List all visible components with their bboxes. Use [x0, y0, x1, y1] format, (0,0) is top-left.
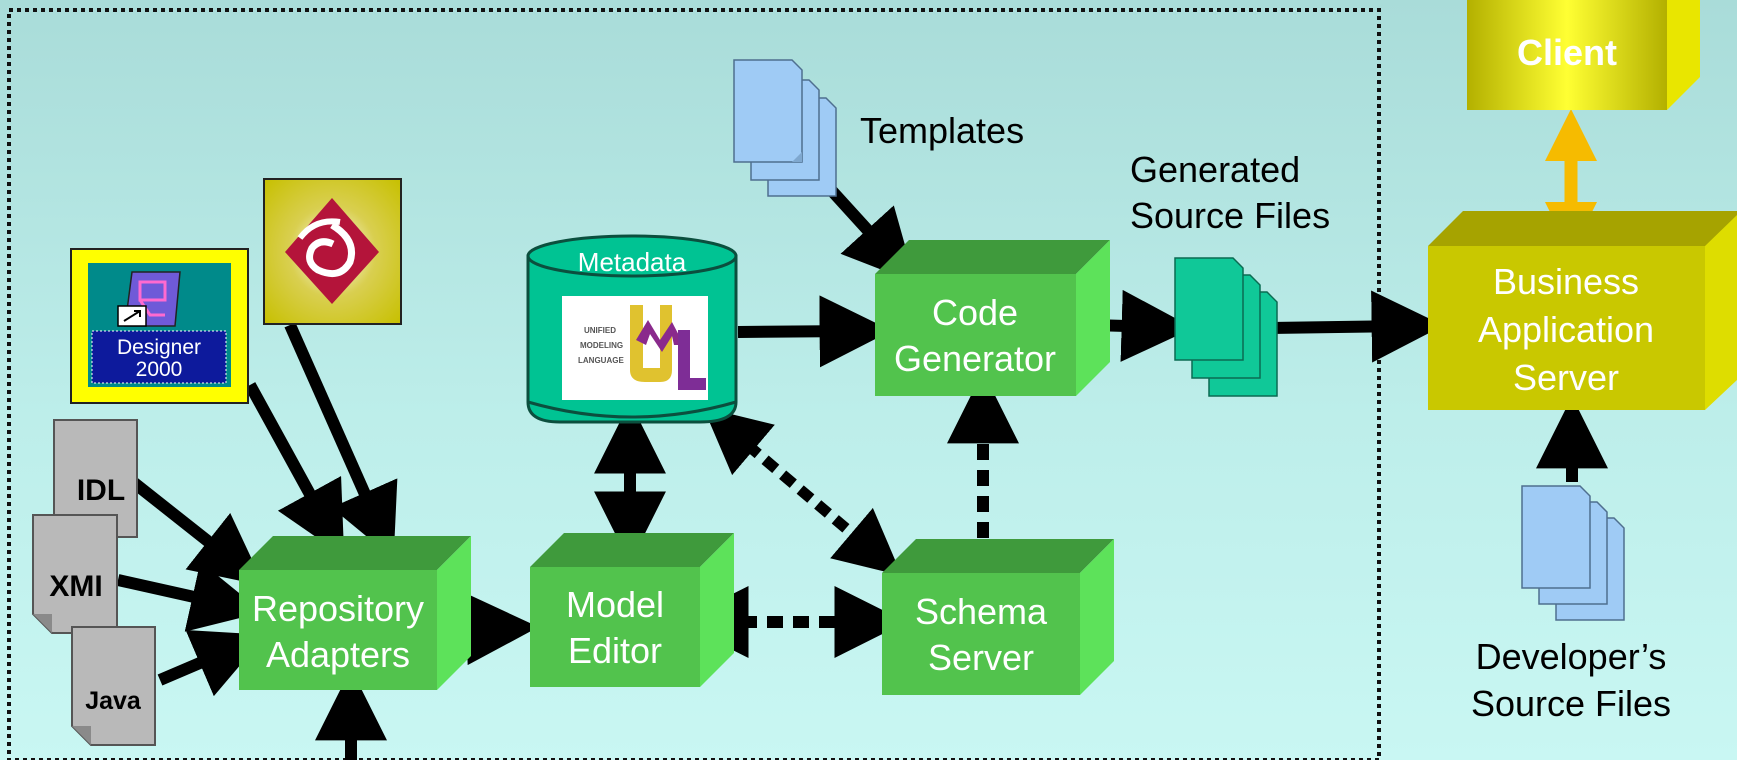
designer-2000-icon: Designer 2000	[70, 248, 249, 404]
designer-label-line2: 2000	[136, 358, 183, 381]
svg-text:Server: Server	[1513, 357, 1619, 398]
svg-text:Editor: Editor	[568, 630, 662, 671]
svg-text:Generated: Generated	[1130, 149, 1300, 190]
arrow-oracle-to-adapters	[284, 322, 398, 559]
developer-label-line1: Developer’s	[1476, 636, 1667, 677]
business-application-server-box: Business Application Server	[1428, 211, 1737, 410]
arrow-designer-to-adapters	[244, 382, 345, 557]
svg-text:Developer’s: Developer’s	[1476, 636, 1667, 677]
java-label: Java	[85, 687, 142, 715]
code-generator-box: Code Generator	[875, 240, 1110, 396]
svg-text:2000: 2000	[136, 358, 183, 381]
adapters-label-line2: Adapters	[266, 634, 410, 675]
adapters-label-line1: Repository	[252, 588, 424, 629]
metadata-repository: Metadata UNIFIED MODELING LANGUAGE	[526, 234, 738, 424]
server-label-line2: Application	[1478, 309, 1654, 350]
arrow-metadata-to-generator	[737, 295, 892, 368]
svg-text:Designer: Designer	[117, 336, 201, 359]
arrow-files-to-server	[1269, 290, 1444, 363]
templates-files	[733, 59, 837, 197]
svg-text:Source Files: Source Files	[1130, 195, 1330, 236]
idl-label: IDL	[77, 474, 125, 507]
svg-text:Business: Business	[1493, 261, 1639, 302]
server-label-line3: Server	[1513, 357, 1619, 398]
developer-source-files	[1521, 485, 1625, 621]
schema-server-box: Schema Server	[882, 539, 1114, 695]
arrow-xmi-to-adapters	[116, 561, 263, 632]
svg-text:LANGUAGE: LANGUAGE	[578, 356, 624, 365]
server-label-line1: Business	[1493, 261, 1639, 302]
svg-text:Server: Server	[928, 637, 1034, 678]
schema-label-line2: Server	[928, 637, 1034, 678]
generated-source-files	[1174, 257, 1278, 397]
svg-text:Generator: Generator	[894, 338, 1056, 379]
generator-label-line1: Code	[932, 292, 1018, 333]
svg-text:Repository: Repository	[252, 588, 424, 629]
svg-text:Source Files: Source Files	[1471, 683, 1671, 724]
schema-label-line1: Schema	[915, 591, 1048, 632]
editor-label-line2: Editor	[568, 630, 662, 671]
editor-label-line1: Model	[566, 584, 664, 625]
svg-text:Model: Model	[566, 584, 664, 625]
generated-label-line1: Generated	[1130, 149, 1300, 190]
svg-text:UNIFIED: UNIFIED	[584, 326, 616, 335]
xmi-document: XMI	[32, 514, 118, 634]
svg-text:Application: Application	[1478, 309, 1654, 350]
arrow-java-to-adapters	[157, 629, 266, 697]
arrow-idl-to-adapters	[129, 477, 265, 586]
designer-label-line1: Designer	[117, 336, 201, 359]
svg-text:Adapters: Adapters	[266, 634, 410, 675]
system-boundary	[7, 8, 1381, 760]
xmi-label: XMI	[49, 570, 102, 603]
templates-label: Templates	[860, 110, 1024, 151]
client-label: Client	[1517, 32, 1617, 73]
java-document: Java	[71, 626, 156, 746]
developer-label-line2: Source Files	[1471, 683, 1671, 724]
arrow-metadata-schema	[703, 407, 902, 576]
oracle-swirl-icon	[263, 178, 402, 325]
svg-text:MODELING: MODELING	[580, 341, 623, 350]
repository-adapters-box: Repository Adapters	[239, 536, 471, 690]
metadata-label: Metadata	[578, 247, 687, 277]
client-box: Client	[1467, 0, 1700, 110]
svg-text:Schema: Schema	[915, 591, 1048, 632]
model-editor-box: Model Editor	[530, 533, 734, 687]
generated-label-line2: Source Files	[1130, 195, 1330, 236]
uml-logo: UNIFIED MODELING LANGUAGE	[562, 296, 708, 400]
svg-text:Code: Code	[932, 292, 1018, 333]
generator-label-line2: Generator	[894, 338, 1056, 379]
